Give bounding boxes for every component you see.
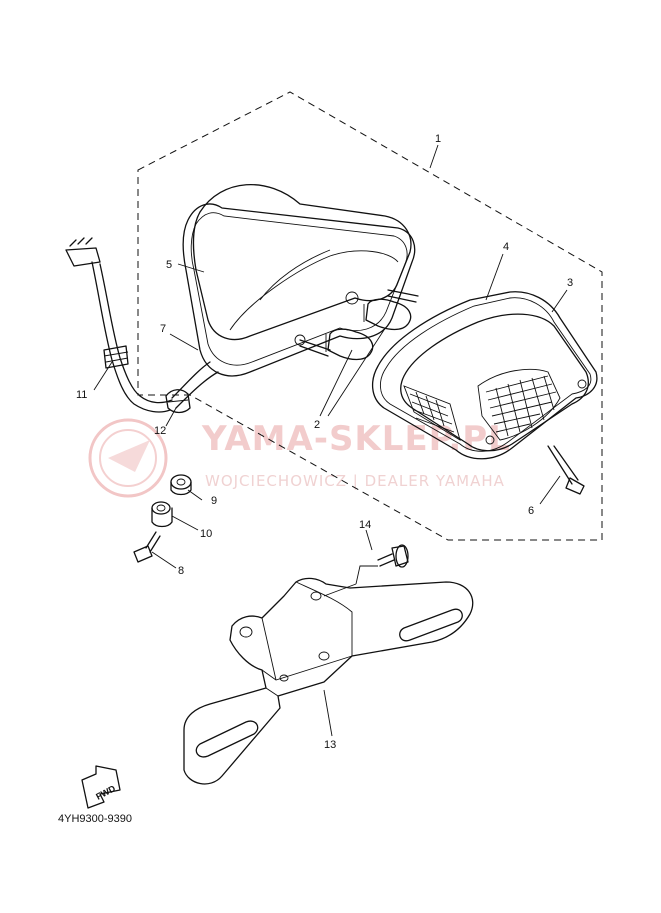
fwd-label: FWD [94, 783, 117, 802]
watermark-subtitle: WOJCIECHOWICZ | DEALER YAMAHA [205, 472, 505, 490]
callout-4: 4 [503, 241, 509, 253]
watermark-logo-icon [88, 418, 168, 498]
part-7-cable [171, 361, 219, 409]
leader-lines [93, 144, 568, 737]
part-10-damper [151, 501, 173, 528]
part-2-bulbs [325, 298, 412, 361]
callout-3: 3 [567, 277, 573, 289]
callout-12: 12 [154, 425, 166, 437]
callout-14: 14 [359, 519, 371, 531]
lens-grid [409, 375, 557, 437]
assembly-boundary [137, 91, 603, 541]
part-11-wire-harness [65, 237, 173, 413]
callout-9: 9 [211, 495, 217, 507]
callout-6: 6 [528, 505, 534, 517]
part-14-bolt [377, 544, 409, 568]
callout-11: 11 [76, 389, 87, 401]
fwd-arrow-icon: FWD [81, 765, 121, 809]
part-6-screw [547, 445, 585, 495]
part-13-bracket [183, 577, 474, 785]
part-12-grommet [165, 389, 191, 414]
callout-8: 8 [178, 565, 184, 577]
part-5-housing [182, 184, 419, 377]
callout-13: 13 [324, 739, 336, 751]
callout-10: 10 [200, 528, 212, 540]
part-8-bolt [133, 531, 161, 563]
part-4-gasket [372, 291, 598, 460]
callout-1: 1 [435, 133, 441, 145]
watermark-brand: YAMA-SKLEP.PL [201, 419, 511, 459]
callout-7: 7 [160, 323, 166, 335]
part-3-lens [400, 313, 589, 452]
diagram-code: 4YH9300-9390 [58, 813, 132, 825]
callout-labels: 1 2 3 4 5 6 7 8 9 10 11 12 13 14 [76, 133, 573, 751]
callout-5: 5 [166, 259, 172, 271]
part-9-collar [170, 474, 192, 496]
callout-2: 2 [314, 419, 320, 431]
